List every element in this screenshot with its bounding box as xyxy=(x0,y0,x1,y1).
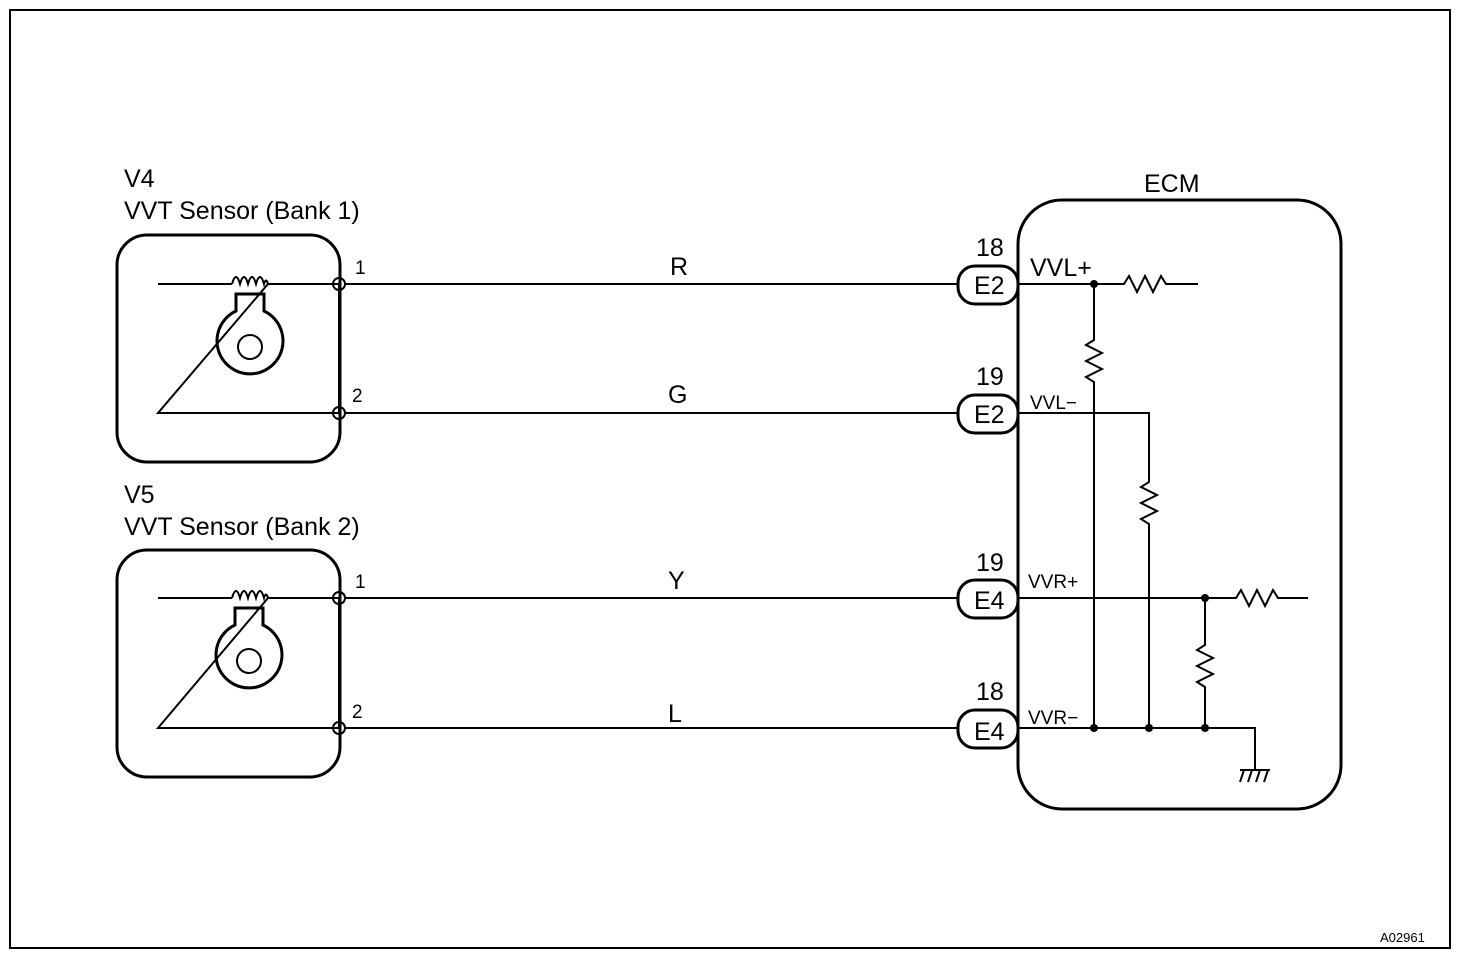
ground-icon xyxy=(1239,769,1270,783)
connector-code: E2 xyxy=(974,401,1005,429)
junction-dot xyxy=(1201,724,1209,732)
wire-2-color: G xyxy=(668,381,687,409)
pin-number: 18 xyxy=(976,678,1004,706)
ecm-pin-vvr-minus: 18 E4 VVR− xyxy=(956,678,1078,750)
vvl-plus-resistor-icon xyxy=(1018,273,1198,295)
sensor-bank1-pin-1: 1 xyxy=(355,258,366,279)
junction-dot xyxy=(1201,594,1209,602)
signal-name: VVL+ xyxy=(1030,254,1092,282)
sensor-bank1-circuit xyxy=(155,283,340,414)
ecm-internal-circuit xyxy=(1018,273,1308,783)
sensor-bank2-pin-1: 1 xyxy=(355,572,366,593)
connector-code: E4 xyxy=(974,587,1005,615)
sensor-bank1-coil-icon xyxy=(231,276,269,288)
pin-number: 18 xyxy=(976,234,1004,262)
vvr-plus-resistor-icon xyxy=(1018,587,1308,609)
vvl-minus-resistor-icon xyxy=(1018,412,1160,728)
connector-code: E4 xyxy=(974,718,1005,746)
sensor-bank2-housing xyxy=(115,548,342,779)
sensor-bank1-rotor-hub xyxy=(237,334,263,360)
sensor-bank1-code: V4 xyxy=(124,165,155,193)
junction-dot xyxy=(1145,724,1153,732)
figure-code: A02961 xyxy=(1380,930,1425,945)
sensor-bank1-name: VVT Sensor (Bank 1) xyxy=(124,197,360,225)
junction-dot xyxy=(1090,280,1098,288)
signal-name: VVR− xyxy=(1028,708,1078,729)
ecm: ECM 18 E2 VVL+ 19 E2 VVL− 19 E4 VVR+ 18 … xyxy=(956,170,1343,811)
sensor-bank2-rotor-icon xyxy=(214,606,284,690)
pin-number: 19 xyxy=(976,363,1004,391)
signal-name: VVL− xyxy=(1030,393,1077,414)
sensor-bank1-pin-2: 2 xyxy=(352,386,363,407)
ecm-housing xyxy=(1016,198,1343,811)
pin-number: 19 xyxy=(976,549,1004,577)
common-return-line xyxy=(1018,727,1256,770)
connector-code: E2 xyxy=(974,272,1005,300)
vvl-bias-resistor-icon xyxy=(1083,284,1105,728)
diagram-frame xyxy=(9,9,1451,949)
sensor-bank2-code: V5 xyxy=(124,481,155,509)
wire-4-color: L xyxy=(668,700,682,728)
sensor-bank2-coil-icon xyxy=(231,590,269,602)
sensor-bank1-rotor-icon xyxy=(215,292,285,376)
vvr-bias-resistor-icon xyxy=(1194,598,1216,728)
sensor-bank1-housing xyxy=(115,233,342,464)
ecm-title: ECM xyxy=(1144,170,1200,198)
signal-name: VVR+ xyxy=(1028,572,1078,593)
sensor-bank2-name: VVT Sensor (Bank 2) xyxy=(124,513,360,541)
sensor-bank2: V5 VVT Sensor (Bank 2) 1 2 xyxy=(115,481,366,779)
ecm-pin-vvl-plus: 18 E2 VVL+ xyxy=(956,234,1092,306)
sensor-bank1: V4 VVT Sensor (Bank 1) 1 2 xyxy=(115,165,366,464)
harness-wires: R G Y L xyxy=(345,253,958,729)
sensor-bank2-pin-2: 2 xyxy=(352,702,363,723)
wire-3-color: Y xyxy=(668,567,685,595)
sensor-bank2-rotor-hub xyxy=(236,648,262,674)
junction-dot xyxy=(1090,724,1098,732)
wire-1-color: R xyxy=(670,253,688,281)
sensor-bank2-circuit xyxy=(155,597,340,729)
